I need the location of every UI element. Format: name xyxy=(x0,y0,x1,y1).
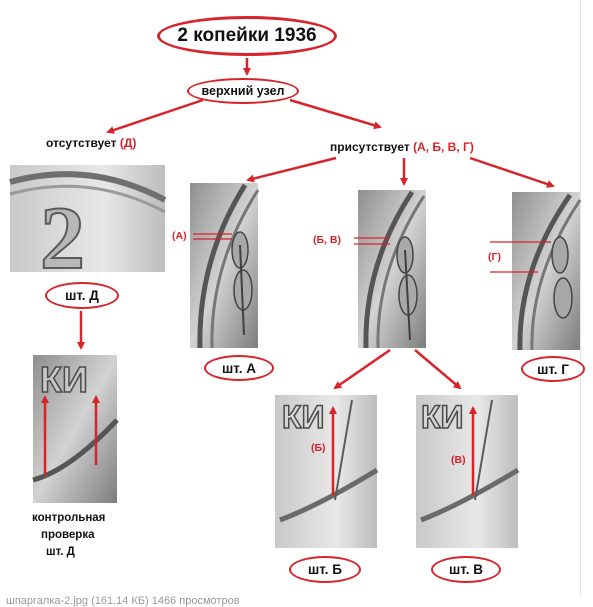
caption-line-1: контрольная xyxy=(32,512,106,524)
marker-v: (В) xyxy=(451,454,466,466)
coin-photo-g xyxy=(512,192,582,351)
branch-absent: отсутствует (Д) xyxy=(46,136,136,150)
caption-line-3: шт. Д xyxy=(46,546,75,558)
branch-absent-code: (Д) xyxy=(119,136,137,150)
node-label: верхний узел xyxy=(201,84,285,98)
flow-arrows xyxy=(77,58,555,390)
coin-letters-d: КИ xyxy=(40,359,88,400)
marker-a: (А) xyxy=(172,230,187,242)
inspection-arrows xyxy=(41,395,477,495)
stamp-g-oval: шт. Г xyxy=(521,356,585,382)
coin-photo-d: 2 xyxy=(9,165,167,289)
marker-g: (Г) xyxy=(488,251,501,263)
branch-absent-label: отсутствует xyxy=(46,136,117,150)
marker-bv: (Б, В) xyxy=(313,234,341,246)
stamp-b-oval: шт. Б xyxy=(289,556,361,583)
coin-photo-v: КИ xyxy=(416,395,520,548)
stamp-a-oval: шт. А xyxy=(204,355,274,381)
node-oval: верхний узел xyxy=(187,78,299,104)
diagram-frame xyxy=(580,0,581,596)
control-caption: контрольная проверка шт. Д xyxy=(32,510,132,561)
attachment-info[interactable]: шпаргалка-2.jpg (161.14 КБ) 1466 просмот… xyxy=(6,595,240,607)
coin-letters-v: КИ xyxy=(421,399,464,435)
marker-b: (Б) xyxy=(311,442,326,454)
branch-present-code: (А, Б, В, Г) xyxy=(413,140,474,154)
svg-text:2: 2 xyxy=(40,189,85,288)
coin-photo-d-control: КИ xyxy=(32,355,119,503)
coin-letters-b: КИ xyxy=(282,399,325,435)
branch-present-label: присутствует xyxy=(330,140,410,154)
branch-present: присутствует (А, Б, В, Г) xyxy=(330,140,474,154)
coin-photo-bv xyxy=(358,190,426,349)
stamp-v-oval: шт. В xyxy=(431,556,501,583)
stamp-d-label: шт. Д xyxy=(65,288,99,303)
stamp-a-label: шт. А xyxy=(222,360,256,376)
stamp-g-label: шт. Г xyxy=(537,361,569,377)
title-oval: 2 копейки 1936 xyxy=(157,16,337,56)
coin-photo-b: КИ xyxy=(275,395,379,548)
stamp-b-label: шт. Б xyxy=(308,562,342,577)
stamp-v-label: шт. В xyxy=(449,562,483,577)
coin-photo-a xyxy=(190,183,260,349)
caption-line-2: проверка xyxy=(41,529,95,541)
diagram-title: 2 копейки 1936 xyxy=(177,25,317,46)
feature-pointers xyxy=(193,233,551,273)
stamp-d-oval: шт. Д xyxy=(45,282,119,309)
